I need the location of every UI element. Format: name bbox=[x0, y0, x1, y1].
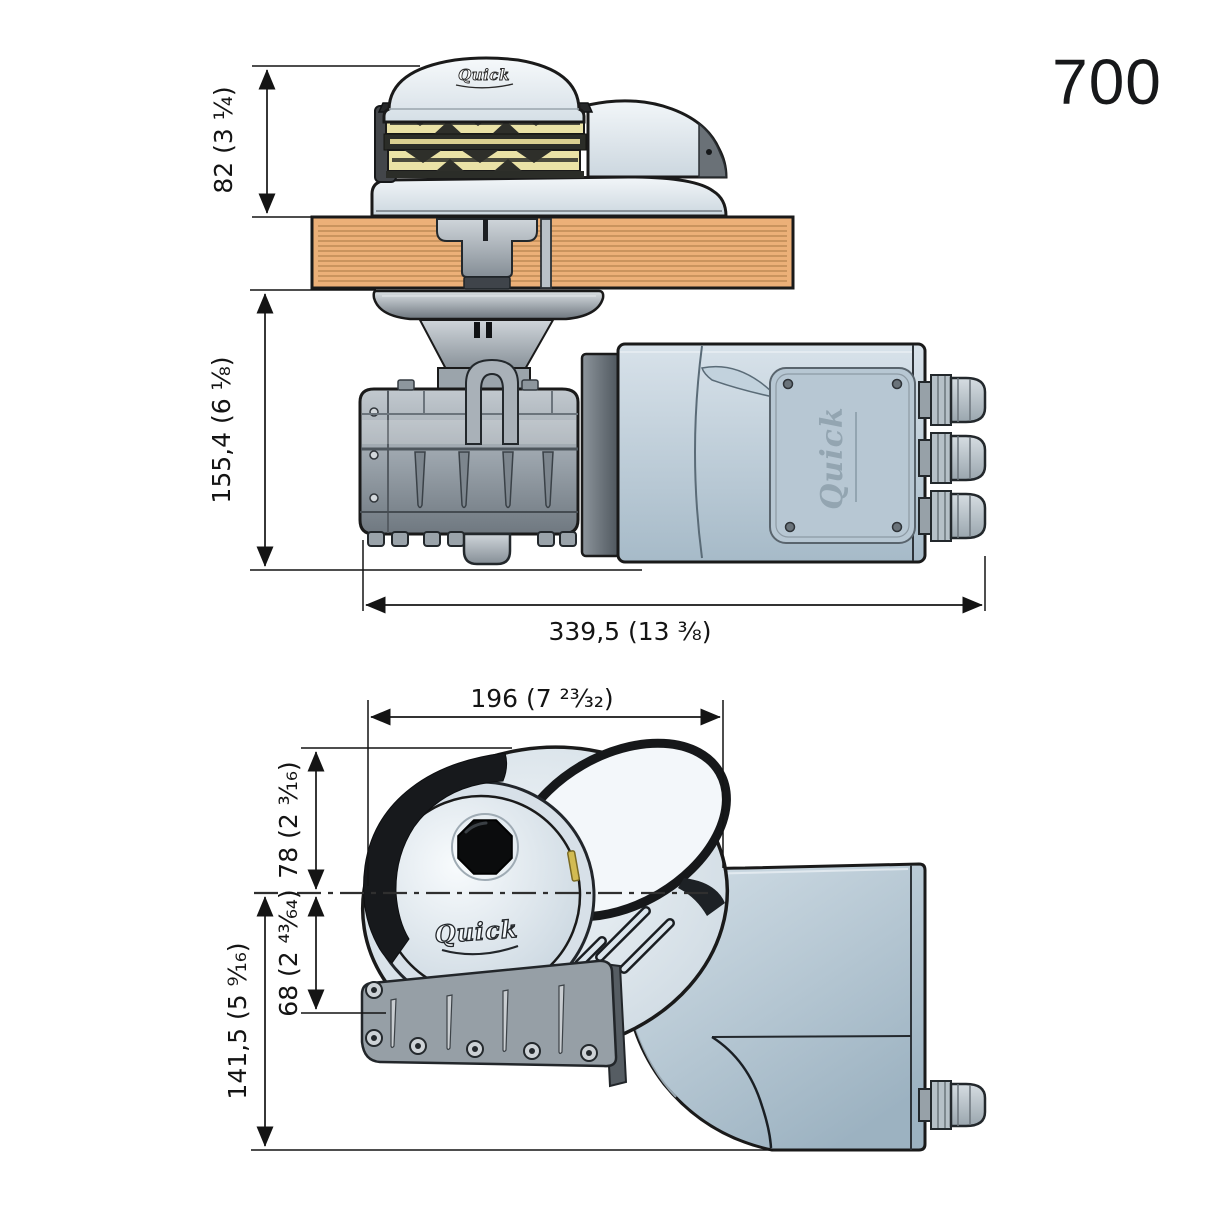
cable-gland bbox=[918, 374, 987, 426]
gearbox-foot-bolt bbox=[367, 531, 385, 547]
base-rib bbox=[558, 984, 565, 1055]
quick-logo-face: Quick bbox=[434, 914, 520, 949]
dimension-above-deck-height: 82 (3 ¹⁄₄) bbox=[209, 65, 420, 218]
base-rib bbox=[502, 989, 509, 1053]
through-deck-shaft bbox=[436, 218, 552, 290]
brass-latch bbox=[567, 850, 580, 882]
top-cap: Quick bbox=[382, 56, 586, 124]
mounting-flange bbox=[372, 289, 605, 321]
dimension-label: 196 (7 ²³⁄₃₂) bbox=[470, 684, 613, 713]
dimension-center-to-top: 78 (2 ³⁄₁₆) bbox=[274, 747, 512, 890]
plate-screw bbox=[782, 378, 794, 390]
gearbox-clamp-bracket bbox=[465, 358, 519, 445]
front-view-drawing: Quick bbox=[223, 684, 987, 1152]
gearbox-fin bbox=[542, 451, 554, 509]
dimension-below-deck-height: 155,4 (6 ¹⁄₈) bbox=[207, 289, 642, 571]
deck-grain-lines bbox=[318, 225, 787, 282]
plate-screw bbox=[891, 378, 903, 390]
base-bolts bbox=[365, 981, 598, 1062]
base-rib bbox=[390, 998, 397, 1049]
quick-logo-face-underline bbox=[441, 944, 519, 956]
deck-tie-rod bbox=[540, 218, 552, 289]
dimension-label: 339,5 (13 ³⁄₈) bbox=[548, 617, 711, 646]
gearbox-foot-bolt bbox=[537, 531, 555, 547]
dimension-label: 78 (2 ³⁄₁₆) bbox=[274, 761, 303, 878]
control-box: Quick bbox=[616, 342, 987, 564]
chain-pipe-cover bbox=[586, 99, 728, 179]
plate-screw bbox=[784, 521, 796, 533]
dimension-label: 141,5 (5 ⁹⁄₁₆) bbox=[223, 942, 252, 1099]
gearbox-foot-bolt bbox=[447, 531, 465, 547]
deck-plank bbox=[310, 215, 795, 290]
motor-bell-adapter bbox=[580, 352, 622, 558]
gearbox-foot-bolt bbox=[391, 531, 409, 547]
rubber-trim bbox=[363, 752, 508, 964]
quick-logo-control-box: Quick bbox=[815, 406, 850, 509]
gearbox-fin bbox=[502, 451, 514, 509]
dimension-label: 82 (3 ¹⁄₄) bbox=[209, 86, 238, 193]
cover-side-panel bbox=[698, 122, 727, 178]
gearbox-foot-bolt bbox=[559, 531, 577, 547]
shaft-slot bbox=[474, 322, 480, 338]
gearbox-fin bbox=[414, 451, 426, 509]
cable-gland bbox=[918, 1080, 987, 1130]
dimension-center-to-base: 68 (2 ⁴³⁄₆₄) bbox=[274, 889, 386, 1017]
cable-gland bbox=[918, 432, 987, 484]
dimension-label: 155,4 (6 ¹⁄₈) bbox=[207, 356, 236, 503]
dimension-overall-length: 339,5 (13 ³⁄₈) bbox=[362, 540, 986, 646]
plate-screw bbox=[891, 521, 903, 533]
terminal-cover-plate: Quick bbox=[769, 367, 916, 544]
gearbox-drain-stub bbox=[462, 532, 512, 566]
motor-bell-seam bbox=[694, 345, 703, 559]
lobe-trim-end bbox=[678, 878, 725, 916]
model-number-label: 700 bbox=[1052, 46, 1162, 118]
windlass-base-plate bbox=[370, 175, 728, 218]
base-rib bbox=[446, 994, 453, 1051]
gearbox-fin bbox=[458, 451, 470, 509]
dimension-label: 68 (2 ⁴³⁄₆₄) bbox=[274, 889, 303, 1016]
cover-screw bbox=[706, 149, 712, 155]
quick-logo-cap-underline bbox=[455, 83, 514, 89]
shaft-slot bbox=[486, 322, 492, 338]
cable-gland bbox=[918, 490, 987, 542]
mounting-base bbox=[360, 959, 628, 1088]
dimension-center-to-bottom: 141,5 (5 ⁹⁄₁₆) bbox=[223, 896, 773, 1151]
housing-highlight bbox=[701, 365, 781, 400]
body-grooves bbox=[574, 906, 675, 974]
side-view-drawing: Quick bbox=[207, 56, 987, 646]
dimension-overall-width: 196 (7 ²³⁄₃₂) bbox=[367, 684, 724, 886]
drum-face: Quick bbox=[366, 780, 596, 1010]
gearbox-foot-bolt bbox=[423, 531, 441, 547]
quick-logo-cap: Quick bbox=[458, 66, 510, 84]
hex-drive-socket bbox=[457, 819, 513, 875]
